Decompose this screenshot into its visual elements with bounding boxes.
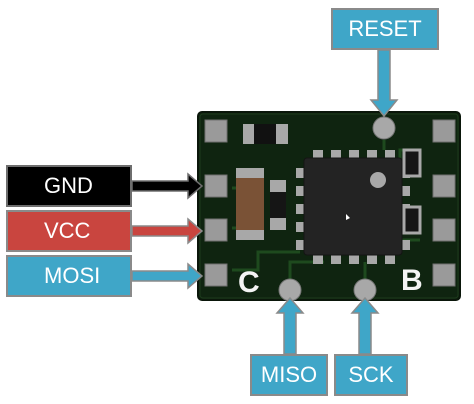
smd-part-top-pad-right (276, 124, 288, 144)
chip-pin1-dot (370, 172, 386, 188)
smd-part-right-2 (402, 205, 422, 235)
pad-right-1 (432, 119, 456, 143)
silkscreen-label-c: C (238, 266, 260, 299)
sck-arrow (350, 296, 380, 355)
chip-marker (346, 214, 350, 220)
reset-arrow (369, 49, 399, 118)
pcb-board-highlight (199, 113, 459, 299)
vcc-label: VCC (6, 210, 132, 252)
pad-left-1 (204, 119, 228, 143)
miso-arrow (275, 296, 305, 355)
pad-right-2 (432, 174, 456, 198)
resistor-pad-bottom (270, 218, 286, 230)
microcontroller-chip (303, 157, 403, 256)
resistor-body (270, 192, 286, 218)
sck-label: SCK (334, 354, 408, 396)
vcc-arrow (131, 217, 204, 245)
reset-test-pad (372, 116, 396, 140)
reset-label: RESET (331, 8, 439, 50)
gnd-label: GND (6, 165, 132, 207)
pad-vcc (204, 218, 228, 242)
pad-right-3 (432, 218, 456, 242)
capacitor-pad-bottom (236, 230, 264, 240)
silkscreen-label-b: B (401, 264, 423, 297)
miso-label: MISO (250, 354, 328, 396)
smd-part-top (254, 124, 276, 144)
resistor-pad-top (270, 180, 286, 192)
mosi-label: MOSI (6, 255, 132, 297)
gnd-arrow (131, 172, 204, 200)
pad-right-4 (432, 263, 456, 287)
pad-gnd (204, 174, 228, 198)
smd-part-right-1 (402, 148, 422, 178)
pad-mosi (204, 263, 228, 287)
capacitor-pad-top (236, 168, 264, 178)
smd-part-top-pad-left (243, 124, 255, 144)
mosi-arrow (131, 262, 204, 290)
capacitor-body (236, 178, 264, 230)
